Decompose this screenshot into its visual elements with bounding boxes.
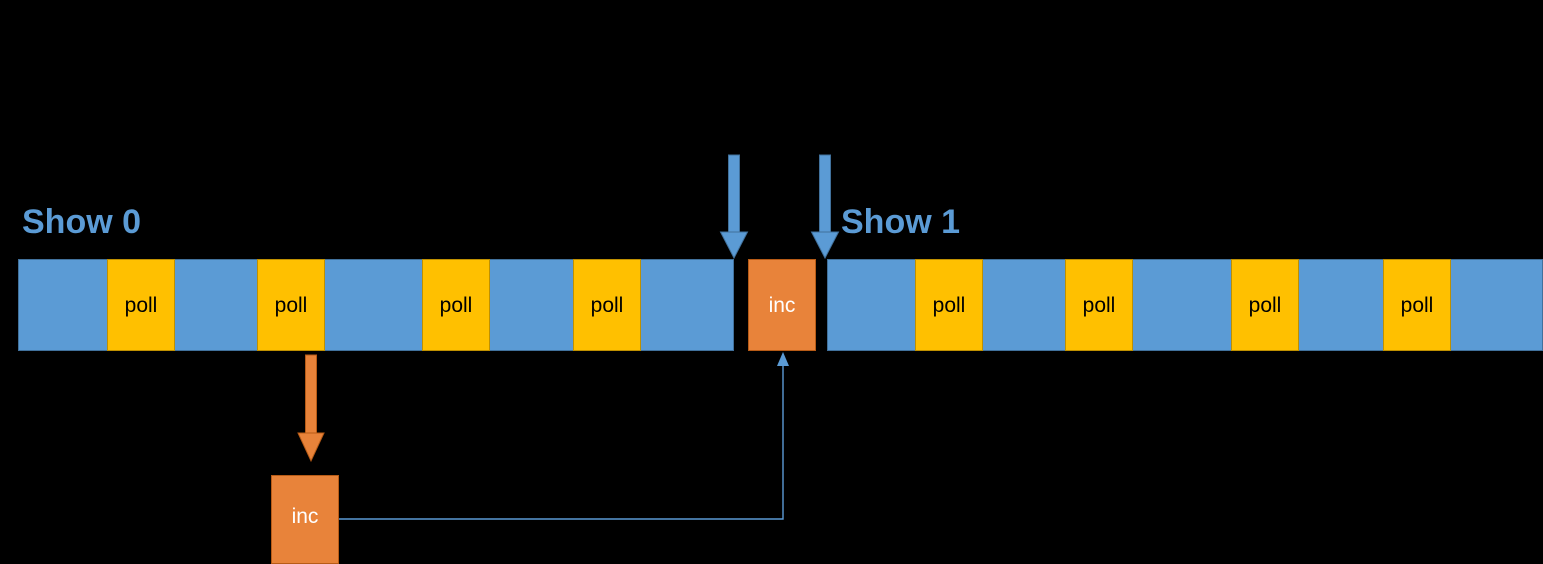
poll-to-inc-arrow-icon [297, 354, 325, 463]
frame-boundary-arrow-1-icon [719, 154, 749, 260]
poll-block: poll [422, 259, 490, 351]
poll-block: poll [107, 259, 175, 351]
show-0-label: Show 0 [22, 203, 142, 241]
poll-block: poll [573, 259, 641, 351]
poll-block: poll [1065, 259, 1133, 351]
poll-block: poll [257, 259, 325, 351]
poll-block: poll [1231, 259, 1299, 351]
inc-block-detached: inc [271, 475, 339, 564]
inc-block-on-timeline: inc [748, 259, 816, 351]
show-1-label: Show 1 [841, 203, 961, 241]
poll-block: poll [1383, 259, 1451, 351]
poll-block: poll [915, 259, 983, 351]
inc-deferred-connector-icon [339, 352, 789, 520]
frame-boundary-arrow-2-icon [810, 154, 840, 260]
